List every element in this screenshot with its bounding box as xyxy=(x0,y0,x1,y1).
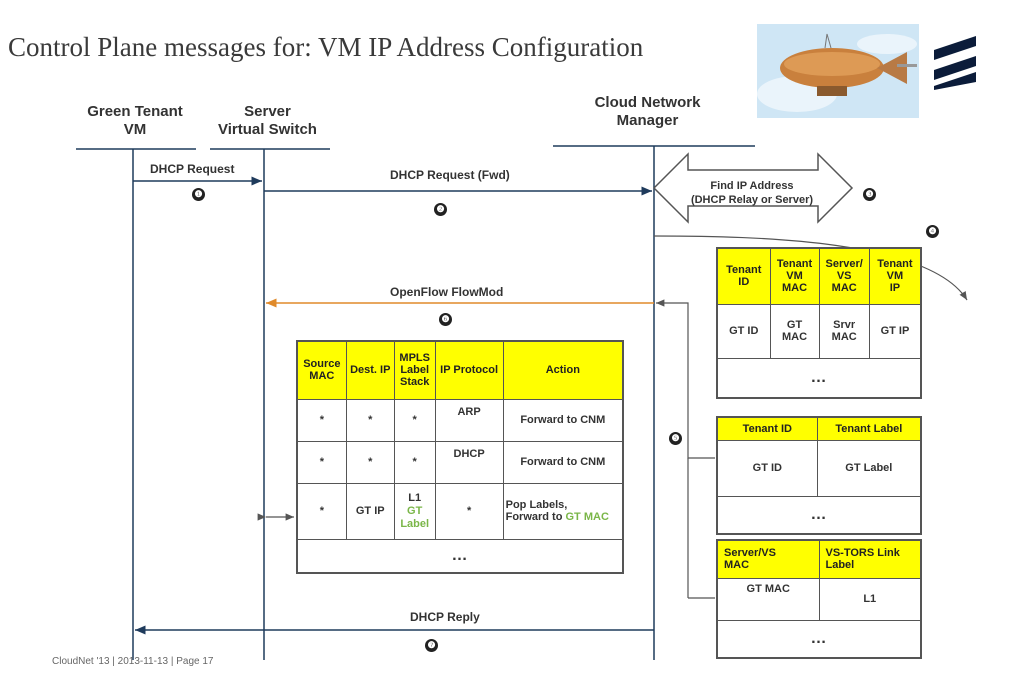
flow-table-header: Source MAC xyxy=(296,340,347,400)
action-gt-mac: GT MAC xyxy=(565,511,609,523)
flow-table-cell-action: Pop Labels, Forward to GT MAC xyxy=(502,482,624,540)
flow-table-cell: * xyxy=(345,440,395,484)
msg-openflow-flowmod: OpenFlow FlowMod xyxy=(390,285,504,299)
link-table-cell: GT MAC xyxy=(716,577,820,621)
flow-table-cell-mpls: L1 GT Label xyxy=(393,482,436,540)
label-table-cell: GT Label xyxy=(816,439,922,497)
flow-table-cell: GT IP xyxy=(345,482,395,540)
tenant-label-table: Tenant ID Tenant Label GT ID GT Label … xyxy=(716,416,922,535)
ericsson-logo xyxy=(934,36,976,90)
step-6: ❻ xyxy=(439,313,452,326)
msg-dhcp-reply: DHCP Reply xyxy=(410,610,480,624)
flow-table-cell: ARP xyxy=(434,398,504,442)
vm-table-header: Tenant VM IP xyxy=(868,247,922,305)
step-5: ❺ xyxy=(669,432,682,445)
vm-table-cell: Srvr MAC xyxy=(818,303,870,359)
step-4: ❹ xyxy=(926,225,939,238)
vm-table-header: Server/ VS MAC xyxy=(818,247,870,305)
flow-table-cell: * xyxy=(296,398,347,442)
label-table-header: Tenant ID xyxy=(716,416,818,441)
action-text: Pop Labels, Forward to xyxy=(505,499,568,523)
actor-cloud-network-manager: Cloud Network Manager xyxy=(594,94,701,129)
mpls-label: Label xyxy=(400,517,430,530)
vm-table-cell: GT MAC xyxy=(769,303,820,359)
mpls-label-stack: L1 GT Label xyxy=(400,492,429,530)
flow-table-cell: * xyxy=(393,440,436,484)
vm-table-ellipsis: … xyxy=(716,357,922,399)
label-table-ellipsis: … xyxy=(716,495,922,535)
flow-table-cell: * xyxy=(296,440,347,484)
link-table-ellipsis: … xyxy=(716,619,922,659)
flow-table-cell: * xyxy=(434,482,504,540)
flow-table-cell: * xyxy=(345,398,395,442)
flow-table-cell: * xyxy=(393,398,436,442)
mpls-label: GT xyxy=(407,504,423,517)
link-table-cell: L1 xyxy=(818,577,922,621)
flow-table-header: Dest. IP xyxy=(345,340,395,400)
label-table-header: Tenant Label xyxy=(816,416,922,441)
label-table-cell: GT ID xyxy=(716,439,818,497)
flow-table-cell: Forward to CNM xyxy=(502,398,624,442)
footer: CloudNet '13 | 2013-11-13 | Page 17 xyxy=(52,656,214,667)
openflow-flow-table: Source MAC Dest. IP MPLS Label Stack IP … xyxy=(296,340,624,574)
step-2: ❷ xyxy=(434,203,447,216)
flow-table-ellipsis: … xyxy=(296,538,624,574)
msg-dhcp-request-fwd: DHCP Request (Fwd) xyxy=(390,168,510,182)
flow-table-header: IP Protocol xyxy=(434,340,504,400)
msg-find-ip: Find IP Address (DHCP Relay or Server) xyxy=(690,180,814,206)
airship-illustration xyxy=(757,24,919,118)
msg-dhcp-request: DHCP Request xyxy=(150,162,235,176)
step-3: ❸ xyxy=(863,188,876,201)
page-title: Control Plane messages for: VM IP Addres… xyxy=(8,32,644,62)
vm-table-header: Tenant ID xyxy=(716,247,771,305)
link-table-header: VS-TORS Link Label xyxy=(818,539,922,579)
vm-table-cell: GT IP xyxy=(868,303,922,359)
vm-ip-table: Tenant ID Tenant VM MAC Server/ VS MAC T… xyxy=(716,247,922,399)
vm-table-header: Tenant VM MAC xyxy=(769,247,820,305)
vm-table-cell: GT ID xyxy=(716,303,771,359)
flow-table-cell: DHCP xyxy=(434,440,504,484)
flow-table-cell: * xyxy=(296,482,347,540)
actor-green-tenant-vm: Green Tenant VM xyxy=(87,103,183,138)
actor-server-virtual-switch: Server Virtual Switch xyxy=(218,103,317,138)
flow-table-cell: Forward to CNM xyxy=(502,440,624,484)
link-table-header: Server/VS MAC xyxy=(716,539,820,579)
mpls-label: L1 xyxy=(408,491,422,504)
link-label-table: Server/VS MAC VS-TORS Link Label GT MAC … xyxy=(716,539,922,659)
flow-table-header: Action xyxy=(502,340,624,400)
step-1: ❶ xyxy=(192,188,205,201)
flow-table-header: MPLS Label Stack xyxy=(393,340,436,400)
step-7: ❼ xyxy=(425,639,438,652)
